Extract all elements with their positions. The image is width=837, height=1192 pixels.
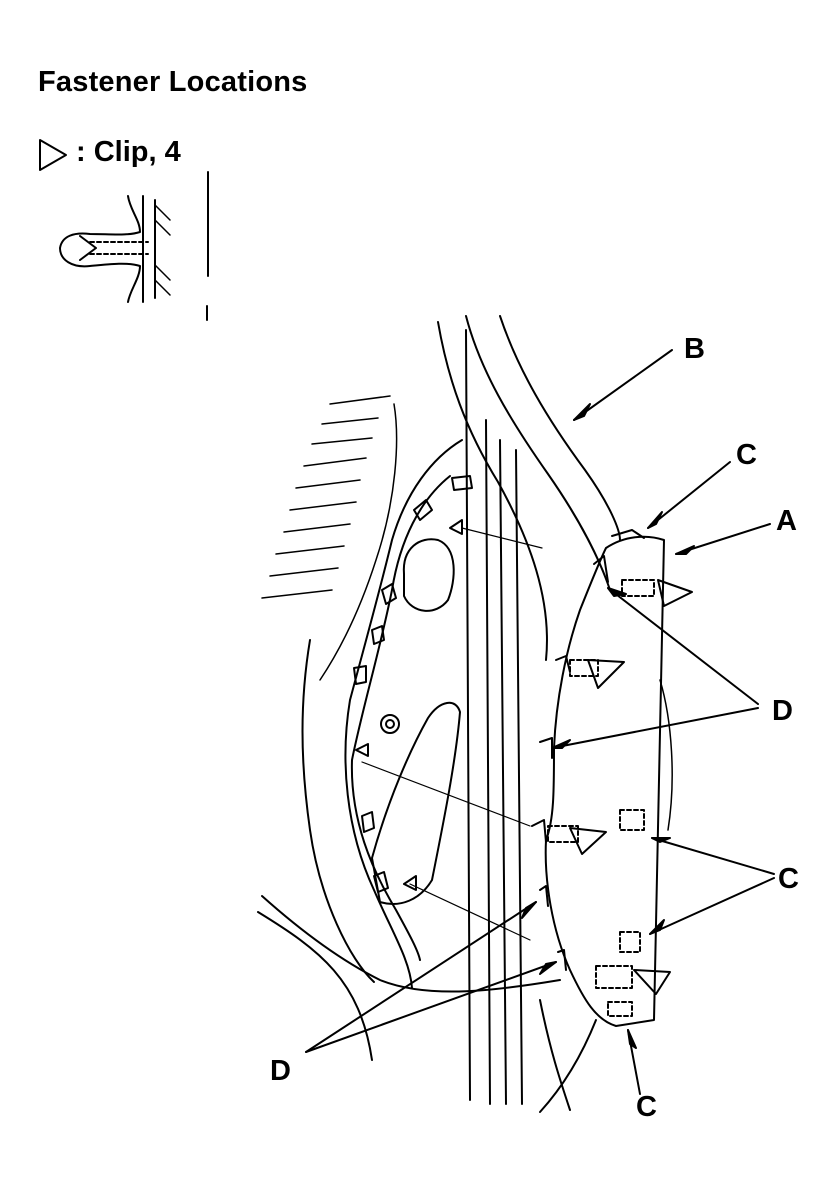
legend-clip-label: : Clip, 4 [76, 136, 181, 168]
callout-c-right: C [778, 863, 799, 895]
callout-c-top: C [736, 439, 757, 471]
callout-d-right: D [772, 695, 793, 727]
clip-detail-inset [59, 171, 209, 321]
callout-c-bottom: C [636, 1091, 657, 1123]
clip-triangle-icon [587, 659, 625, 689]
page-title: Fastener Locations [38, 66, 308, 98]
clip-triangle-icon [39, 139, 67, 171]
clip-triangle-icon [657, 579, 693, 607]
callout-a: A [776, 505, 797, 537]
body-structure [257, 315, 621, 1113]
clip-triangle-icon [633, 969, 671, 995]
callout-b: B [684, 333, 705, 365]
guide-lines [361, 527, 543, 941]
clip-triangle-icon [569, 827, 607, 855]
callout-d-bottom: D [270, 1055, 291, 1087]
leader-lines [305, 349, 775, 1095]
molding-part-a [531, 529, 693, 1027]
